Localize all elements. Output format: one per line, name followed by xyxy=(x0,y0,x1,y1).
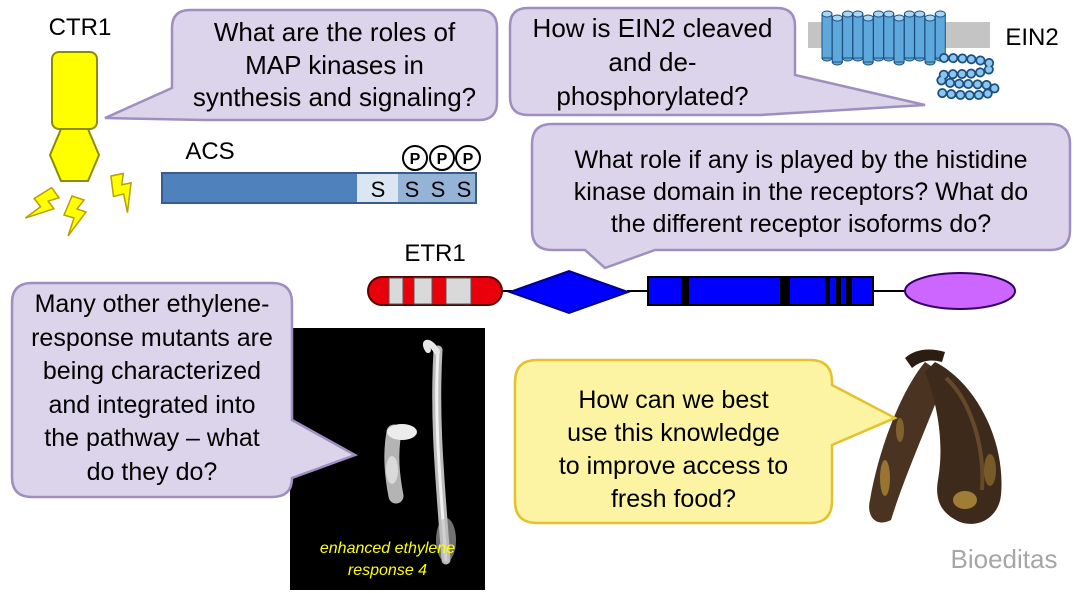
ein2-helix xyxy=(924,14,936,66)
bubble-line: response mutants are xyxy=(31,323,273,352)
kinase-motif xyxy=(780,278,790,304)
bubble-mutants-text: Many other ethylene- response mutants ar… xyxy=(12,288,292,490)
ein2-helix xyxy=(852,10,864,62)
kinase-motif xyxy=(836,278,841,304)
ctr1-regulatory-domain xyxy=(51,51,98,130)
bubble-line: use this knowledge xyxy=(567,419,780,447)
etr1-gaf-domain xyxy=(507,269,631,315)
ein2-helix xyxy=(903,10,915,62)
phospho-mark-label: P xyxy=(437,151,448,168)
acs-phospho-region xyxy=(398,174,475,202)
caption-line: response 4 xyxy=(347,562,428,579)
acs-serine-phosphorylated: S xyxy=(405,177,420,202)
phospho-mark-label: P xyxy=(463,151,474,168)
ein2-cytosolic-tail xyxy=(932,54,998,99)
tall-seedling-hook xyxy=(422,339,440,355)
phospho-mark: P xyxy=(402,145,428,171)
bananas-image xyxy=(869,349,1002,524)
lightning-bolt-icon xyxy=(24,186,61,219)
bubble-ein2-text: How is EIN2 cleaved and de- phosphorylat… xyxy=(510,11,795,113)
bubble-ein2 xyxy=(508,6,926,117)
bubble-line: kinase domain in the receptors? What do xyxy=(573,178,1029,206)
acs-label: ACS xyxy=(185,138,235,165)
phospho-mark: P xyxy=(455,145,481,171)
ctr1-label: CTR1 xyxy=(48,14,112,41)
ein2-helix xyxy=(831,14,843,66)
kinase-motif xyxy=(846,278,852,304)
bubble-histidine-kinase xyxy=(530,122,1072,270)
bubble-line: How can we best xyxy=(578,386,769,414)
kinase-motif xyxy=(681,278,689,304)
bubble-line: being characterized xyxy=(42,357,262,386)
bubble-line: What role if any is played by the histid… xyxy=(574,146,1028,174)
ein2-helix xyxy=(893,14,905,66)
ein2-helix xyxy=(883,10,895,62)
transmembrane-helix xyxy=(445,277,472,305)
acs-serine-phosphorylated: S xyxy=(457,177,472,202)
bubble-fresh-food-text: How can we best use this knowledge to im… xyxy=(515,384,832,516)
bubble-fresh-food xyxy=(513,358,898,525)
phospho-mark-label: P xyxy=(410,151,421,168)
acs-unmodified-site xyxy=(357,174,398,202)
bubble-mutants xyxy=(10,281,358,499)
ein2-helix xyxy=(842,10,854,62)
ctr1-protein-icon xyxy=(24,51,132,237)
transmembrane-helix xyxy=(413,277,433,305)
ein2-label: EIN2 xyxy=(1005,24,1059,51)
seedling-photo xyxy=(290,328,485,590)
etr1-receptor xyxy=(367,269,1016,315)
bubble-line: to improve access to xyxy=(558,452,789,480)
bubble-histidine-kinase-text: What role if any is played by the histid… xyxy=(532,144,1070,240)
etr1-label: ETR1 xyxy=(404,240,466,267)
caption-line: enhanced ethylene xyxy=(319,540,456,557)
bubble-line: the pathway – what xyxy=(44,424,260,453)
ein2-helices xyxy=(821,10,946,66)
bubble-line: synthesis and signaling? xyxy=(192,82,477,112)
kinase-motif xyxy=(825,278,830,304)
acs-serine-phosphorylated: S xyxy=(431,177,446,202)
bubble-map-kinases-text: What are the roles of MAP kinases in syn… xyxy=(172,16,497,114)
photo-caption: enhanced ethylene response 4 xyxy=(290,538,485,582)
bubble-line: What are the roles of xyxy=(213,17,456,47)
short-seedling-head xyxy=(387,424,417,440)
bubble-line: do they do? xyxy=(86,457,218,486)
lightning-bolt-icon xyxy=(62,195,88,237)
bubble-line: fresh food? xyxy=(610,485,737,513)
acs-serine-unmodified: S xyxy=(371,177,386,202)
ein2-helix xyxy=(873,10,884,62)
bubble-line: How is EIN2 cleaved xyxy=(532,13,773,43)
etr1-transmembrane-domain xyxy=(367,276,503,306)
bubble-line: and de- xyxy=(608,47,697,77)
bubble-line: MAP kinases in xyxy=(245,49,424,80)
bubble-line: the different receptor isoforms do? xyxy=(610,210,992,238)
bubble-map-kinases xyxy=(104,8,499,122)
phospho-mark: P xyxy=(429,145,455,171)
bubble-line: and integrated into xyxy=(48,390,256,419)
banana-stem xyxy=(905,349,945,368)
ein2-helix xyxy=(821,10,833,62)
bubble-line: Many other ethylene- xyxy=(34,290,270,318)
acs-protein: S S S S P P P xyxy=(161,145,481,204)
etr1-receiver-domain xyxy=(904,272,1016,310)
lightning-bolt-icon xyxy=(110,172,132,213)
ein2-transmembrane-protein-icon xyxy=(808,10,1000,101)
transmembrane-helix xyxy=(388,277,404,305)
watermark: Bioeditas xyxy=(950,544,1058,574)
bubble-line: phosphorylated? xyxy=(556,81,749,111)
ein2-helix xyxy=(914,10,926,62)
ctr1-kinase-domain xyxy=(48,128,101,182)
ein2-helix xyxy=(862,14,874,66)
